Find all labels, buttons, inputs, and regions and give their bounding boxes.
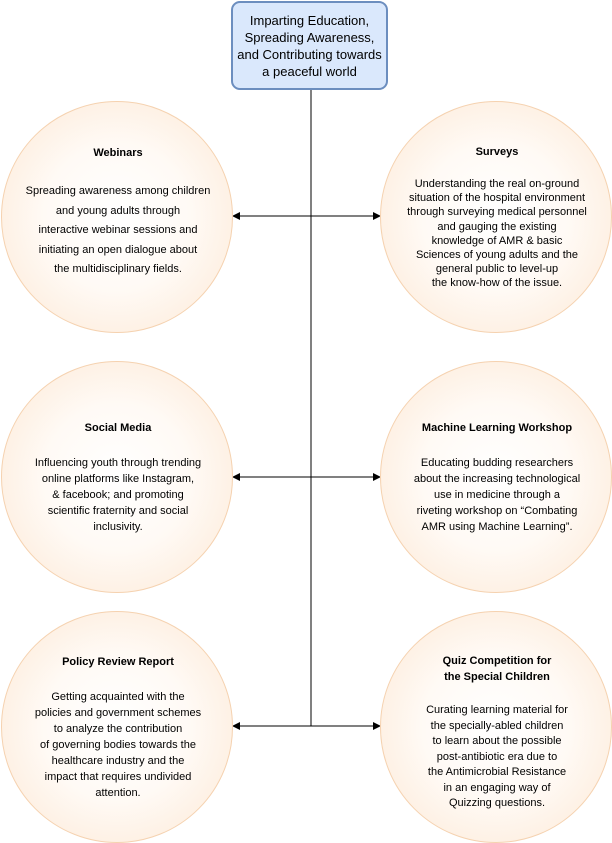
node-surveys-text: Understanding the real on-ground situati…	[407, 178, 587, 290]
node-quiz-competition-title: Quiz Competition for the Special Childre…	[442, 655, 552, 683]
node-ml-workshop: Machine Learning Workshop Educating budd…	[380, 361, 612, 593]
node-ml-workshop-text: Educating budding researchers about the …	[413, 457, 581, 533]
node-social-media: Social Media Influencing youth through t…	[1, 361, 233, 593]
node-policy-review-text: Getting acquainted with the policies and…	[34, 691, 202, 799]
node-quiz-competition: Quiz Competition for the Special Childre…	[380, 611, 612, 843]
node-surveys-title: Surveys	[475, 146, 519, 158]
node-webinars: Webinars Spreading awareness among child…	[1, 101, 233, 333]
root-node-label: Imparting Education, Spreading Awareness…	[237, 12, 382, 79]
node-policy-review: Policy Review Report Getting acquainted …	[1, 611, 233, 843]
node-webinars-text: Spreading awareness among children and y…	[25, 185, 211, 275]
node-ml-workshop-title: Machine Learning Workshop	[421, 422, 573, 434]
node-social-media-title: Social Media	[84, 422, 152, 434]
node-webinars-title: Webinars	[93, 147, 143, 159]
node-policy-review-title: Policy Review Report	[62, 656, 174, 668]
root-node: Imparting Education, Spreading Awareness…	[231, 1, 388, 90]
node-social-media-text: Influencing youth through trending onlin…	[34, 457, 202, 533]
node-surveys: Surveys Understanding the real on-ground…	[380, 101, 612, 333]
node-quiz-competition-text: Curating learning material for the speci…	[426, 704, 568, 809]
